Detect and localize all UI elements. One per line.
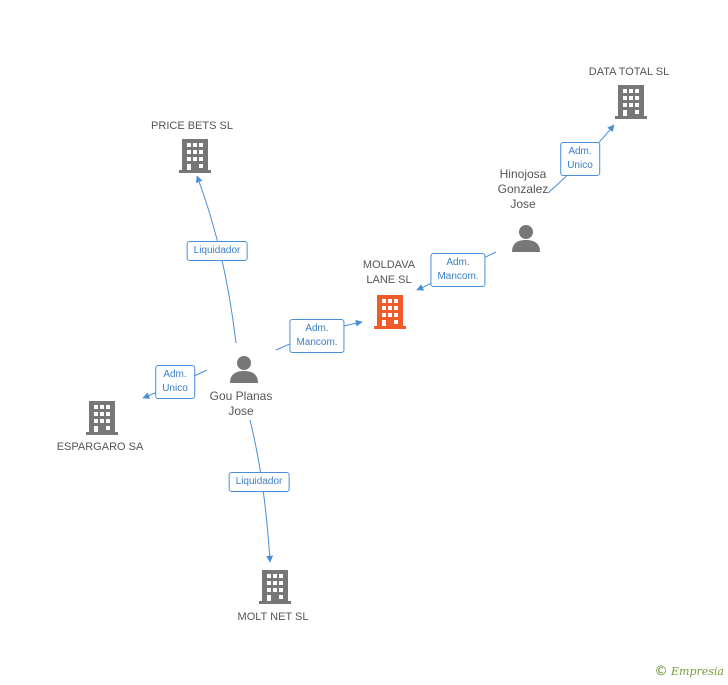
edge-label-gou-price-bets[interactable]: Liquidador [186,241,248,261]
edge-label-line2: Mancom. [296,337,338,348]
edge-label-gou-moldava[interactable]: Adm. Mancom. [289,319,345,353]
moldava-lane-label: MOLDAVA LANE SL [362,259,416,286]
edge-label-gou-espargaro[interactable]: Adm. Unico [155,365,195,399]
espargaro-building-icon[interactable] [86,401,118,440]
brand-watermark: © Empresia [655,664,725,679]
edge-label-line1: Liquidador [235,476,283,487]
edge-label-line1: Adm. [446,257,470,268]
edge-label-line2: Unico [567,160,593,171]
data-total-building-icon[interactable] [615,85,647,124]
espargaro-label: ESPARGARO SA [56,441,144,453]
edge-label-line2: Unico [162,383,188,394]
data-total-label: DATA TOTAL SL [588,66,670,78]
edge-label-line1: Liquidador [193,245,241,256]
price-bets-label: PRICE BETS SL [151,120,233,132]
price-bets-building-icon[interactable] [179,139,211,178]
edge-label-line1: Adm. [305,323,329,334]
molt-net-building-icon[interactable] [259,570,291,609]
edge-label-line2: Mancom. [437,271,479,282]
edge-label-line1: Adm. [568,146,592,157]
edge-label-line1: Adm. [163,369,187,380]
molt-net-label: MOLT NET SL [237,611,309,623]
gou-planas-person-icon[interactable] [229,354,259,389]
moldava-lane-building-icon[interactable] [374,295,406,334]
edge-label-hinojosa-data-total[interactable]: Adm. Unico [560,142,600,176]
gou-planas-label: Gou Planas Jose [209,389,273,418]
edge-label-hinojosa-moldava[interactable]: Adm. Mancom. [430,253,486,287]
hinojosa-label: Hinojosa Gonzalez Jose [497,167,549,211]
copyright-icon: © [654,664,668,679]
edge-label-gou-molt-net[interactable]: Liquidador [228,472,290,492]
brand-name: Empresia [671,665,724,678]
hinojosa-person-icon[interactable] [511,223,541,258]
